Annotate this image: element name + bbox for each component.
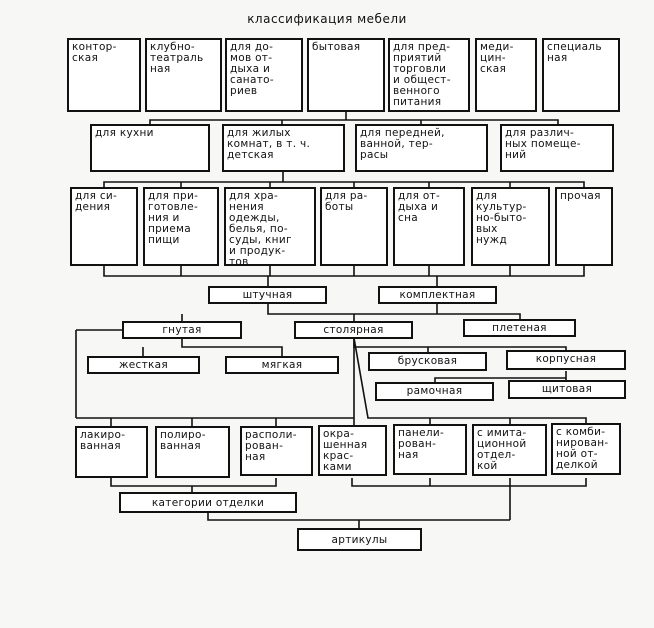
purpose-office: контор- ская (67, 38, 141, 112)
function-eating: для при- готовле- ния и приема пищи (143, 187, 219, 266)
function-storage: для хра- нения одежды, белья, по- суды, … (224, 187, 316, 268)
purpose-resorts: для до- мов от- дыха и санато- риев (225, 38, 303, 112)
material-joinery: столярная (294, 321, 413, 339)
purpose-trade-catering: для пред- приятий торговли и общест- вен… (388, 38, 470, 112)
function-work: для ра- боты (320, 187, 388, 266)
bent-soft: мягкая (225, 356, 339, 374)
joinery-bar: брусковая (368, 352, 487, 371)
case-panel: щитовая (508, 380, 626, 399)
function-cultural: для культур- но-быто- вых нужд (471, 187, 550, 266)
material-bent: гнутая (122, 321, 242, 339)
function-other: прочая (555, 187, 613, 266)
function-rest-sleep: для от- дыха и сна (393, 187, 465, 266)
function-sitting: для си- дения (70, 187, 138, 266)
finish-combined: с комби- нирован- ной от- делкой (551, 423, 621, 475)
purpose-household: бытовая (307, 38, 385, 112)
room-kitchen: для кухни (90, 124, 210, 172)
finish-polished: полиро- ванная (155, 426, 230, 478)
case-frame: рамочная (375, 382, 494, 401)
set-furniture: комплектная (378, 286, 497, 304)
finish-lacquered: лакиро- ванная (75, 426, 148, 478)
room-hall-bath: для передней, ванной, тер- расы (355, 124, 488, 172)
purpose-medical: меди- цин- ская (475, 38, 537, 112)
room-various: для различ- ных помеще- ний (500, 124, 614, 172)
purpose-special: специаль ная (542, 38, 620, 112)
purpose-club-theatre: клубно- театраль ная (145, 38, 222, 112)
finish-unpolished: располи- рован- ная (240, 426, 313, 476)
finish-categories: категории отделки (119, 492, 297, 513)
piece-furniture: штучная (208, 286, 327, 304)
room-living: для жилых комнат, в т. ч. детская (222, 124, 345, 172)
finish-imitation: с имита- ционной отдел- кой (472, 424, 547, 476)
joinery-case: корпусная (506, 350, 626, 370)
finish-paneled: панели- рован- ная (393, 424, 467, 475)
material-wicker: плетеная (463, 319, 576, 337)
bent-rigid: жесткая (87, 356, 200, 374)
finish-painted: окра- шенная крас- ками (318, 425, 387, 476)
diagram-title: классификация мебели (247, 12, 407, 26)
articles: артикулы (297, 528, 422, 551)
